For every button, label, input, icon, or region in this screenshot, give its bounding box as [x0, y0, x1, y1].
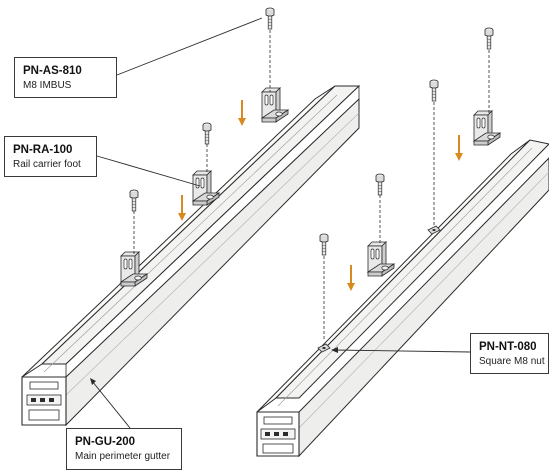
right-gutter-rail	[256, 139, 549, 458]
callout-description: Main perimeter gutter	[75, 451, 171, 462]
direction-arrow-right-1	[454, 134, 464, 162]
rail-carrier-foot-right-1	[473, 110, 501, 146]
callout-gu-200: PN-GU-200 Main perimeter gutter	[66, 428, 182, 470]
direction-arrow-right-2	[346, 264, 356, 292]
leader-lines	[91, 17, 471, 429]
callout-description: Rail carrier foot	[13, 159, 81, 170]
callout-code: PN-AS-810	[23, 65, 82, 77]
callout-description: Square M8 nut	[479, 356, 545, 367]
callout-code: PN-RA-100	[13, 144, 73, 156]
rail-carrier-foot-right-2	[367, 241, 395, 277]
rail-carrier-foot-left-1	[261, 87, 289, 123]
callout-as-810: PN-AS-810 M8 IMBUS	[14, 57, 117, 98]
direction-arrow-left-2	[177, 194, 187, 222]
bolt-right-2	[429, 79, 439, 228]
callout-nt-080: PN-NT-080 Square M8 nut	[470, 333, 549, 374]
direction-arrow-left-1	[237, 99, 247, 127]
callout-description: M8 IMBUS	[23, 80, 72, 91]
bolt-right-1	[484, 27, 494, 115]
leader-arrowheads	[90, 347, 338, 385]
left-gutter-rail	[21, 85, 361, 427]
callout-code: PN-GU-200	[75, 436, 136, 448]
rail-carrier-foot-left-2	[192, 170, 220, 206]
bolt-right-4	[319, 233, 329, 340]
callout-ra-100: PN-RA-100 Rail carrier foot	[4, 136, 97, 177]
bolt-right-3	[375, 173, 385, 244]
callout-code: PN-NT-080	[479, 341, 537, 353]
bolt-left-3	[129, 189, 139, 254]
bolt-left-2	[202, 122, 212, 172]
square-nut-1	[427, 225, 441, 235]
bolt-left-1	[265, 7, 275, 92]
square-nut-2	[317, 343, 331, 353]
